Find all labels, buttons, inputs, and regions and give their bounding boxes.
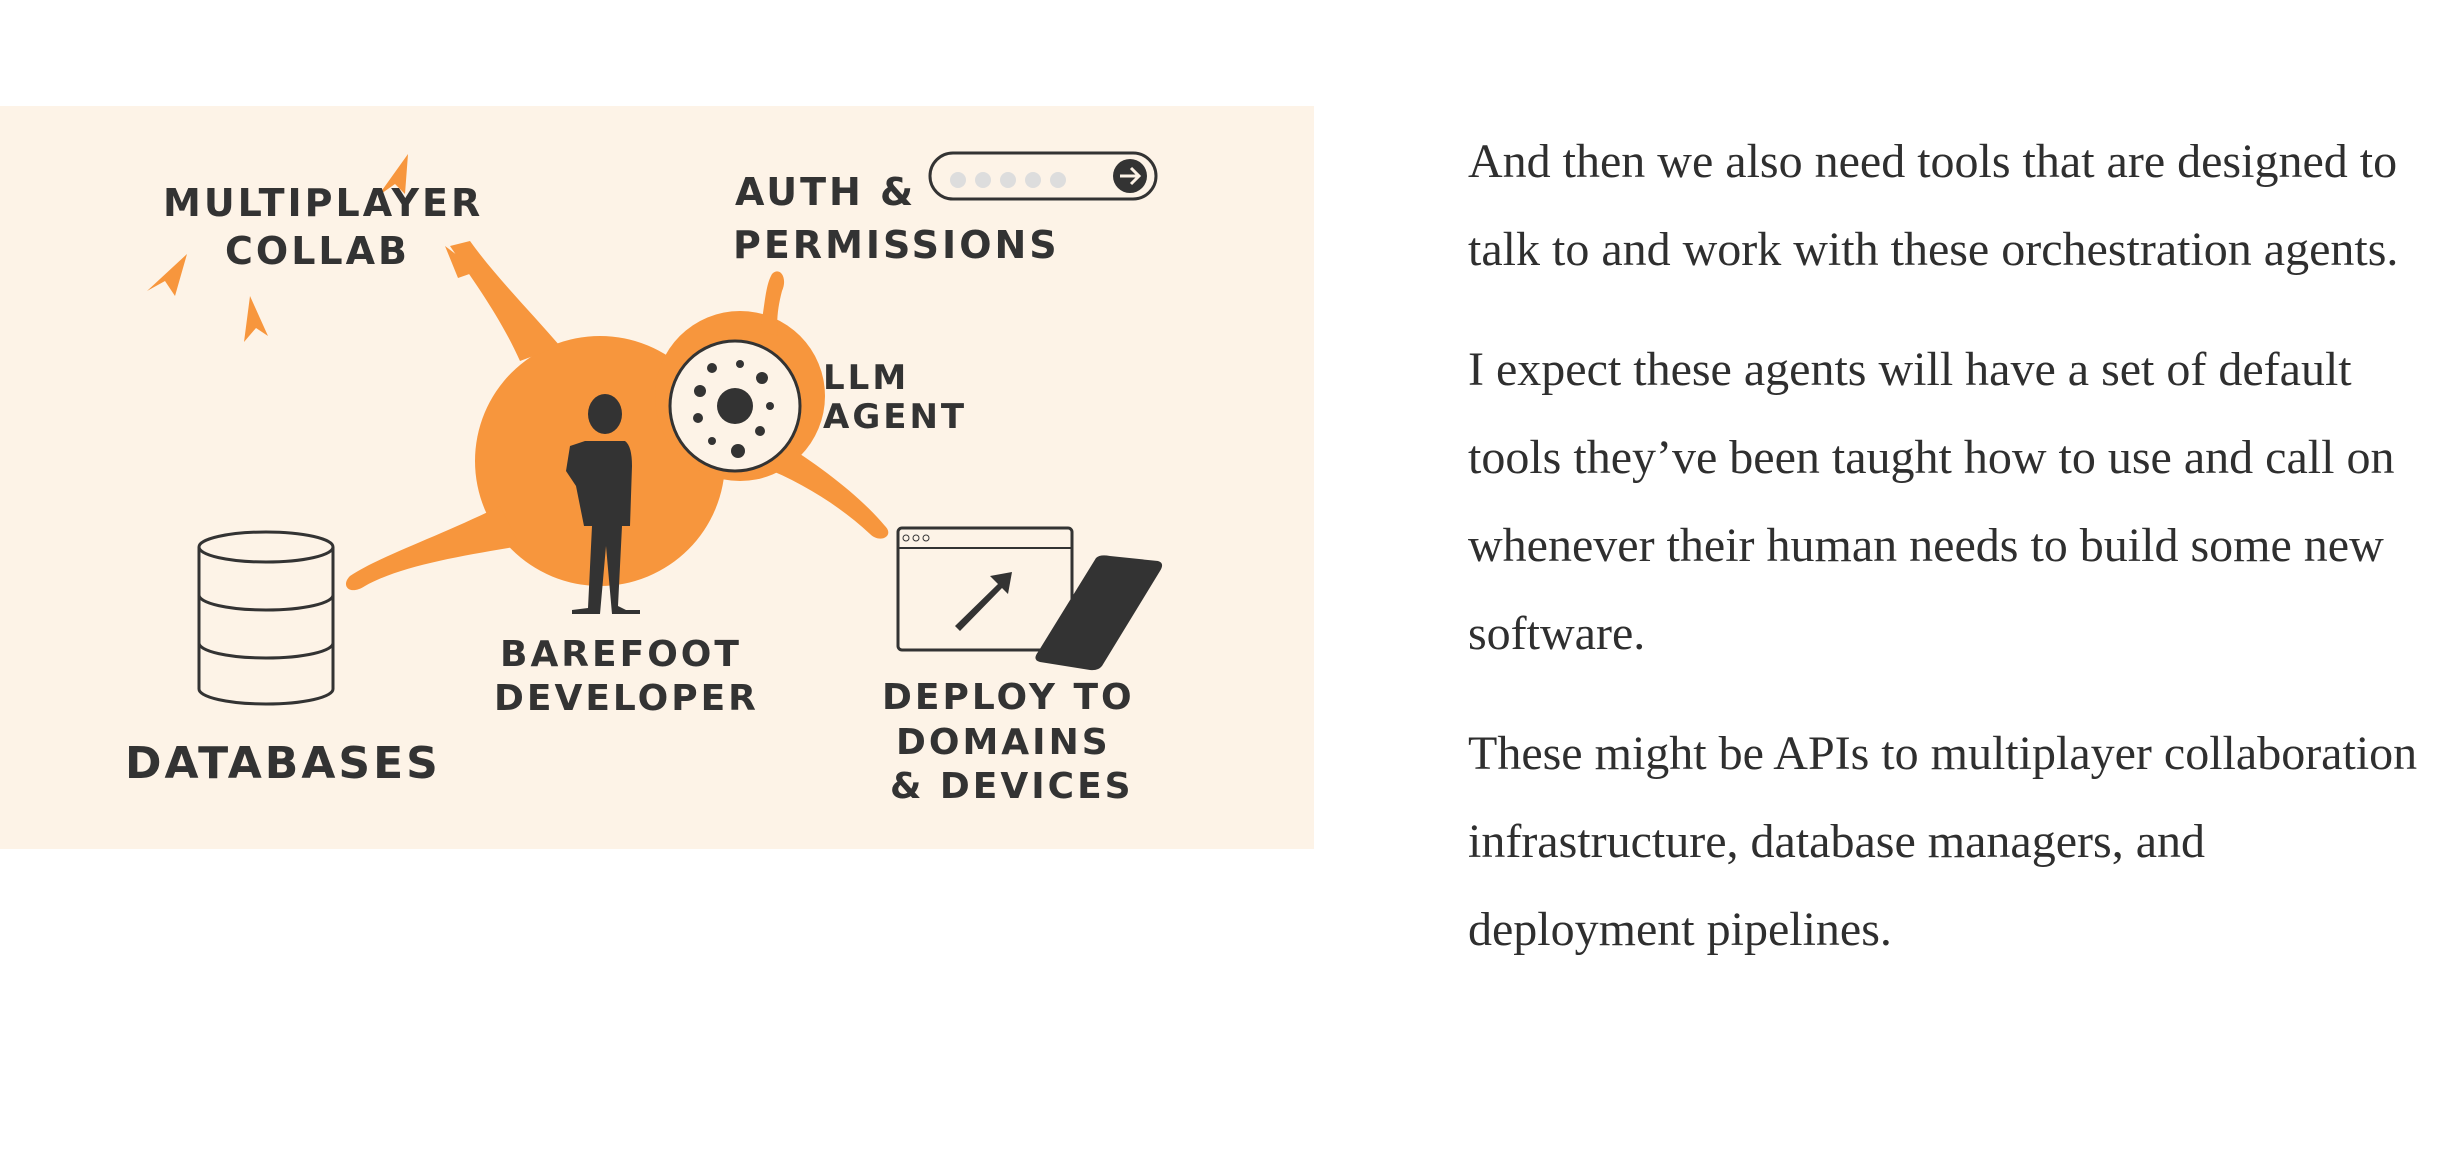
paragraph: And then we also need tools that are des… (1468, 135, 2399, 276)
label-multiplayer-line2: COLLAB (225, 229, 410, 273)
label-llm-line1: LLM (823, 358, 909, 398)
llm-agent-icon (668, 339, 802, 473)
paragraph: I expect these agents will have a set of… (1468, 343, 2395, 660)
label-databases: DATABASES (125, 738, 441, 789)
arrow-up-right-icon (955, 572, 1012, 631)
phone-icon (1035, 555, 1163, 671)
label-auth-line2: PERMISSIONS (733, 223, 1060, 267)
browser-window-icon (896, 526, 1074, 652)
label-deploy-line3: & DEVICES (890, 766, 1134, 807)
database-icon (197, 530, 335, 706)
label-multiplayer-line1: MULTIPLAYER (163, 181, 483, 225)
label-auth-line1: AUTH & (735, 170, 916, 214)
label-deploy-line2: DOMAINS (896, 722, 1111, 763)
label-deploy-line1: DEPLOY TO (882, 677, 1135, 718)
label-developer-line2: DEVELOPER (494, 678, 759, 719)
person-icon (566, 394, 640, 614)
paragraph: These might be APIs to multiplayer colla… (1468, 727, 2418, 956)
article-text: And then we also need tools that are des… (1468, 118, 2428, 1006)
label-developer-line1: BAREFOOT (500, 634, 742, 675)
label-llm-line2: AGENT (823, 397, 967, 437)
orchestration-diagram: MULTIPLAYER COLLAB AUTH & PERMISSIONS LL… (125, 151, 1163, 807)
password-field-icon (928, 151, 1158, 201)
arrow-right-circle-icon (1113, 159, 1147, 193)
illustration: MULTIPLAYER COLLAB AUTH & PERMISSIONS LL… (0, 106, 1314, 849)
arrow-icon (147, 154, 478, 342)
